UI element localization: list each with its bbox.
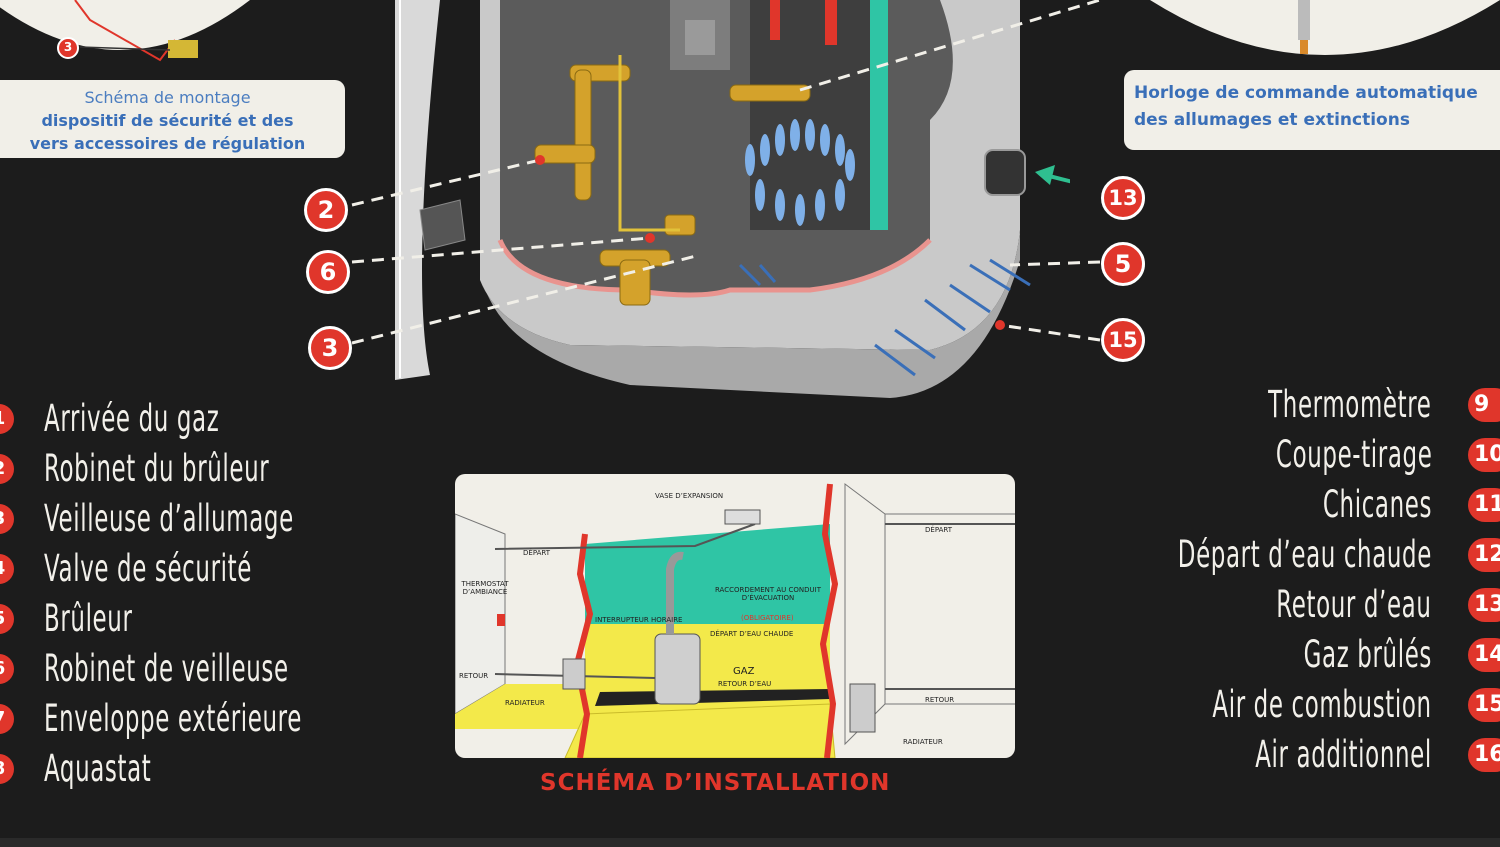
legend-number: 1 [0, 404, 14, 434]
legend-label: Enveloppe extérieure [44, 697, 302, 740]
label-vase: VASE D’EXPANSION [655, 492, 724, 500]
legend-item: Départ d’eau chaude 12 [1000, 528, 1500, 578]
legend-label: Thermomètre [1268, 383, 1432, 426]
legend-number: 8 [0, 754, 14, 784]
label-retour-right: RETOUR [925, 696, 955, 704]
legend-label: Robinet du brûleur [44, 447, 270, 490]
legend-number: 10 [1468, 438, 1500, 472]
legend-number: 2 [0, 454, 14, 484]
legend-label: Valve de sécurité [44, 547, 252, 590]
legend-label: Air additionnel [1255, 733, 1432, 776]
label-radiateur-left: RADIATEUR [505, 699, 545, 707]
legend-label: Gaz brûlés [1303, 633, 1432, 676]
legend-label: Robinet de veilleuse [44, 647, 289, 690]
legend-item: Thermomètre 9 [1000, 378, 1500, 428]
callout-2: 2 [304, 188, 348, 232]
callout-leader-lines [351, 0, 1101, 345]
label-depart-left: DÉPART [523, 549, 551, 557]
clock-caption: Horloge de commande automatique des allu… [1124, 70, 1500, 150]
legend-label: Arrivée du gaz [44, 397, 220, 440]
legend-number: 9 [1468, 388, 1500, 422]
legend-item: Retour d’eau 13 [1000, 578, 1500, 628]
legend-item: Chicanes 11 [1000, 478, 1500, 528]
legend-item: Coupe-tirage 10 [1000, 428, 1500, 478]
legend-number: 16 [1468, 738, 1500, 772]
legend-number: 13 [1468, 588, 1500, 622]
mounting-diagram-caption: Schéma de montage dispositif de sécurité… [0, 80, 345, 158]
legend-item: Air de combustion 15 [1000, 678, 1500, 728]
legend-item: Air additionnel 16 [1000, 728, 1500, 778]
label-depart-right: DÉPART [925, 526, 953, 534]
legend-number: 3 [0, 504, 14, 534]
installation-schematic: VASE D’EXPANSION DÉPART DÉPART THERMOSTA… [455, 474, 1015, 758]
legend-number: 14 [1468, 638, 1500, 672]
legend-label: Air de combustion [1212, 683, 1432, 726]
callout-6: 6 [306, 250, 350, 294]
installation-drawing [455, 483, 1015, 758]
label-radiateur-right: RADIATEUR [903, 738, 943, 746]
installation-title: SCHÉMA D’INSTALLATION [540, 770, 891, 796]
legend-number: 5 [0, 604, 14, 634]
legend-label: Aquastat [44, 747, 152, 790]
callout-15: 15 [1101, 318, 1145, 362]
caption-right-line1: Horloge de commande automatique [1134, 83, 1478, 103]
legend-label: Départ d’eau chaude [1177, 533, 1432, 576]
label-retour-left: RETOUR [459, 672, 489, 680]
legend-label: Coupe-tirage [1275, 433, 1432, 476]
caption-left-line3: vers accessoires de régulation [29, 134, 306, 153]
legend-item: Gaz brûlés 14 [1000, 628, 1500, 678]
callout-5: 5 [1101, 242, 1145, 286]
callout-3: 3 [308, 326, 352, 370]
legend-number: 15 [1468, 688, 1500, 722]
label-thermostat: THERMOSTAT D’AMBIANCE [461, 580, 509, 596]
legend-label: Chicanes [1322, 483, 1432, 526]
clock-diagram-fragment [1150, 0, 1500, 55]
legend-right: Thermomètre 9 Coupe-tirage 10 Chicanes 11 D… [1000, 378, 1500, 778]
caption-left-line1: Schéma de montage [84, 88, 251, 107]
poster-bottom-edge [0, 838, 1500, 847]
legend-number: 7 [0, 704, 14, 734]
callout-3-top-left: 3 [57, 37, 79, 59]
legend-number: 11 [1468, 488, 1500, 522]
legend-number: 12 [1468, 538, 1500, 572]
legend-number: 4 [0, 554, 14, 584]
label-gaz: GAZ [733, 666, 755, 677]
legend-label: Brûleur [44, 597, 133, 640]
label-raccordement: RACCORDEMENT AU CONDUIT D’ÉVACUATION [714, 586, 822, 602]
legend-number: 6 [0, 654, 14, 684]
caption-left-line2: dispositif de sécurité et des [41, 111, 294, 130]
label-retour-eau: RETOUR D’EAU [718, 680, 772, 688]
label-depart-eau: DÉPART D’EAU CHAUDE [710, 630, 794, 638]
legend-label: Retour d’eau [1276, 583, 1432, 626]
boiler-cutaway-illustration [395, 0, 1070, 398]
label-obligatoire: (OBLIGATOIRE) [741, 614, 794, 622]
callout-13: 13 [1101, 176, 1145, 220]
caption-right-line2: des allumages et extinctions [1134, 110, 1410, 130]
legend-label: Veilleuse d’allumage [44, 497, 294, 540]
label-interrupteur: INTERRUPTEUR HORAIRE [595, 616, 683, 624]
